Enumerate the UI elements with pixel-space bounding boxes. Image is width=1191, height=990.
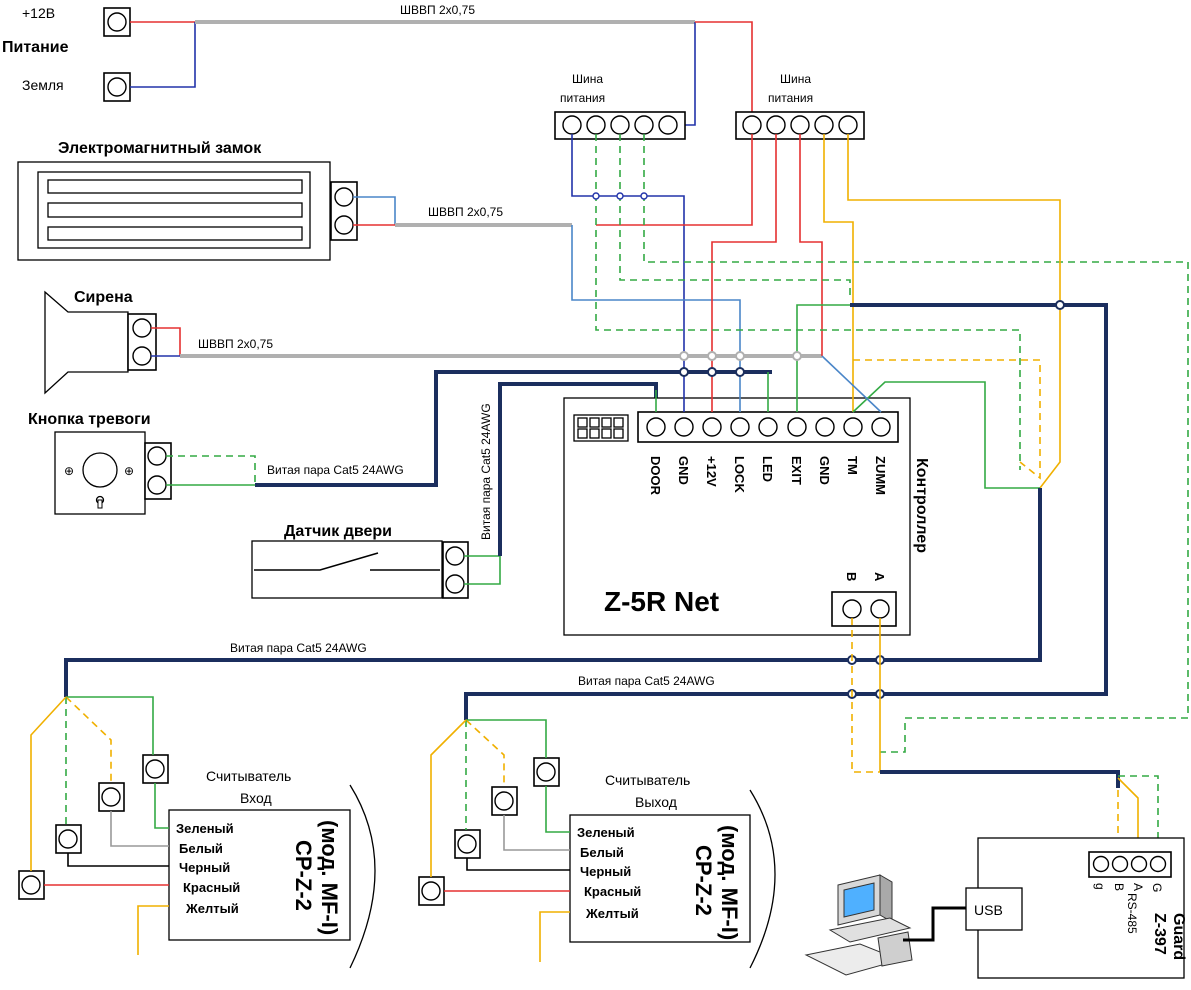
cat5-cable-alarm — [255, 370, 772, 487]
cat5-label-reader-out: Витая пара Cat5 24AWG — [578, 674, 715, 688]
svg-text:Шина: Шина — [572, 72, 603, 86]
siren-title: Сирена — [74, 289, 133, 306]
reader-in-wire-yellow: Желтый — [185, 901, 239, 916]
controller: DOOR GND +12V LOCK LED EXIT GND TM ZUMM … — [563, 397, 930, 636]
reader-out-wire-yellow: Желтый — [585, 906, 639, 921]
pin-led: LED — [760, 456, 775, 482]
plus12-label: +12В — [22, 5, 55, 21]
shvvp-label-power: ШВВП 2х0,75 — [400, 3, 475, 17]
svg-text:питания: питания — [768, 91, 813, 105]
rs485-pin-b: B — [844, 572, 859, 581]
reader-out: Считыватель Выход Зеленый Белый Черный К… — [418, 719, 776, 969]
controller-model: Z-5R Net — [604, 586, 719, 617]
converter-model: Z-397 — [1151, 913, 1168, 955]
lock-title: Электромагнитный замок — [58, 140, 262, 157]
door-sensor: Датчик двери — [251, 523, 501, 599]
pin-gnd-2: GND — [817, 456, 832, 485]
door-sensor-title: Датчик двери — [284, 523, 392, 540]
pin-gnd-1: GND — [676, 456, 691, 485]
reader-out-wire-white: Белый — [580, 845, 624, 860]
reader-in-model-mod: (мод. MF-I) — [317, 820, 342, 935]
pin-door: DOOR — [648, 456, 663, 496]
alarm-button-title: Кнопка тревоги — [28, 411, 151, 428]
pin-zumm: ZUMM — [873, 456, 888, 495]
reader-in-wire-red: Красный — [183, 880, 240, 895]
usb-port — [965, 887, 1023, 931]
svg-text:Шина: Шина — [780, 72, 811, 86]
ground-label: Земля — [22, 77, 64, 93]
reader-out-wire-red: Красный — [584, 884, 641, 899]
pin-tm: TM — [845, 456, 860, 475]
converter-pin-a: A — [1131, 883, 1145, 891]
reader-in: Считыватель Вход Зеленый Белый Черный Кр… — [18, 696, 376, 969]
power-title: Питание — [2, 39, 69, 56]
controller-side-label: Контроллер — [913, 458, 930, 553]
power-supply: +12В Питание Земля — [2, 5, 196, 102]
cat5-cable-reader-in — [64, 488, 1042, 697]
reader-in-wire-green: Зеленый — [176, 821, 234, 836]
pin-plus12v: +12V — [704, 456, 719, 487]
siren: Сирена — [44, 289, 181, 395]
svg-text:Выход: Выход — [635, 794, 677, 810]
shvvp-label-siren: ШВВП 2х0,75 — [198, 337, 273, 351]
shvvp-label-lock: ШВВП 2х0,75 — [428, 205, 503, 219]
pin-exit: EXIT — [789, 456, 804, 485]
reader-out-wire-black: Черный — [580, 864, 631, 879]
converter-z397: USB g B A G RS-485 Z-397 Guard — [965, 837, 1187, 979]
electromagnetic-lock: Электромагнитный замок — [17, 140, 396, 261]
svg-text:Вход: Вход — [240, 790, 272, 806]
converter-pin-b: B — [1112, 883, 1126, 891]
cat5-label-alarm: Витая пара Cat5 24AWG — [267, 463, 404, 477]
cat5-cable-rs485 — [880, 770, 1120, 788]
cat5-label-door: Витая пара Cat5 24AWG — [479, 403, 493, 540]
computer-icon — [804, 874, 913, 976]
reader-in-model: CP-Z-2 — [291, 840, 316, 911]
svg-text:Считыватель: Считыватель — [206, 768, 291, 784]
reader-out-model-mod: (мод. MF-I) — [717, 825, 742, 940]
cat5-cable-reader-out — [464, 303, 1108, 720]
reader-in-wire-black: Черный — [179, 860, 230, 875]
controller-pins — [646, 417, 891, 437]
converter-pin-g: g — [1093, 883, 1107, 890]
converter-model-guard: Guard — [1170, 913, 1187, 960]
svg-text:питания: питания — [560, 91, 605, 105]
pin-lock: LOCK — [732, 456, 747, 493]
svg-text:⊕: ⊕ — [124, 464, 134, 478]
cat5-label-reader-in: Витая пара Cat5 24AWG — [230, 641, 367, 655]
alarm-button: Кнопка тревоги ⊕ ⊕ — [28, 411, 256, 515]
svg-text:Считыватель: Считыватель — [605, 772, 690, 788]
reader-out-model: CP-Z-2 — [691, 845, 716, 916]
power-bus-left: Шина питания — [554, 72, 686, 140]
reader-out-wire-green: Зеленый — [577, 825, 635, 840]
converter-pin-gnd: G — [1150, 883, 1164, 892]
reader-in-wire-white: Белый — [179, 841, 223, 856]
converter-bus-label: RS-485 — [1125, 893, 1139, 934]
rs485-pin-a: A — [872, 572, 887, 582]
svg-text:⊕: ⊕ — [64, 464, 74, 478]
usb-label: USB — [974, 902, 1003, 918]
power-bus-right: Шина питания — [735, 72, 865, 140]
